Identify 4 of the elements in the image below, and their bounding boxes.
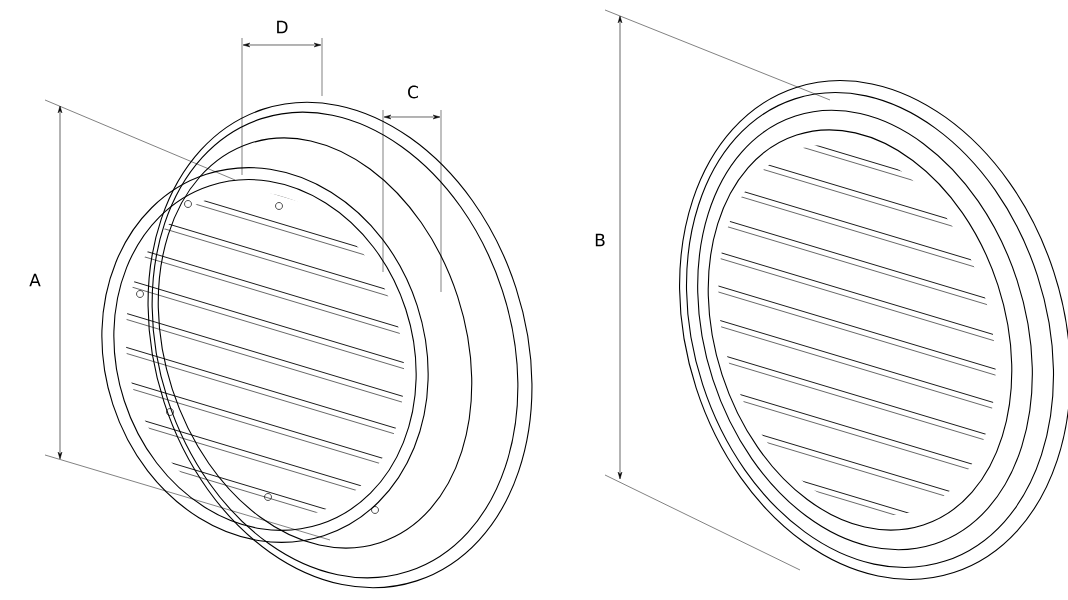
dimension-label: B [595,233,605,247]
dimension-label: D [277,20,288,34]
dimension-label: A [29,273,41,287]
dimension-label: C [408,85,418,99]
